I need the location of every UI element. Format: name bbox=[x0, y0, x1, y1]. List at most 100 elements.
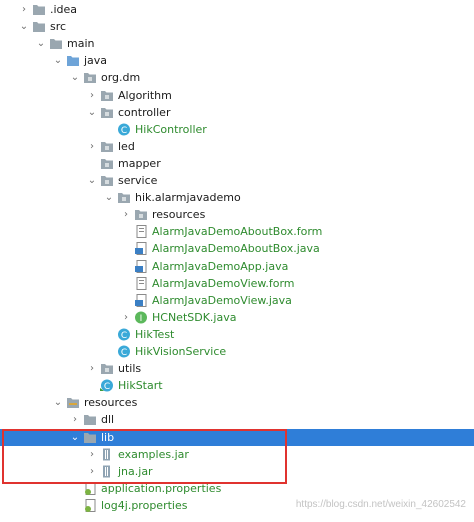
tree-row-label: service bbox=[118, 174, 158, 187]
svg-text:C: C bbox=[121, 331, 127, 341]
tree-row-label: AlarmJavaDemoView.form bbox=[152, 276, 295, 290]
jar-icon bbox=[100, 448, 114, 461]
tree-row-label: log4j.properties bbox=[101, 498, 188, 512]
tree-row[interactable]: › Algorithm bbox=[0, 87, 474, 104]
package-icon bbox=[100, 174, 114, 187]
tree-row[interactable]: › led bbox=[0, 138, 474, 155]
tree-row-label: dll bbox=[101, 413, 115, 427]
main-class-icon: C bbox=[100, 379, 114, 392]
folder-icon bbox=[32, 20, 46, 33]
tree-row[interactable]: › I HCNetSDK.java bbox=[0, 309, 474, 326]
tree-row-label: java bbox=[84, 54, 108, 68]
tree-row[interactable]: C HikController bbox=[0, 121, 474, 138]
tree-row[interactable]: ⌄ main bbox=[0, 35, 474, 52]
tree-row-label: .idea bbox=[50, 3, 78, 16]
tree-row-label: HikStart bbox=[118, 379, 163, 393]
tree-row[interactable]: AlarmJavaDemoAboutBox.java bbox=[0, 240, 474, 257]
chevron-right-icon[interactable]: › bbox=[90, 465, 94, 477]
tree-row-label: HikTest bbox=[135, 327, 175, 341]
tree-row-label: resources bbox=[152, 208, 206, 222]
chevron-right-icon[interactable]: › bbox=[90, 89, 94, 101]
tree-row[interactable]: ⌄ lib bbox=[0, 428, 474, 446]
tree-row-label: AlarmJavaDemoAboutBox.form bbox=[152, 225, 323, 239]
svg-text:C: C bbox=[104, 382, 110, 392]
properties-file-icon bbox=[83, 481, 97, 495]
tree-row[interactable]: AlarmJavaDemoView.java bbox=[0, 292, 474, 309]
chevron-down-icon[interactable]: ⌄ bbox=[53, 55, 63, 67]
tree-row-label: examples.jar bbox=[118, 447, 189, 461]
chevron-down-icon[interactable]: ⌄ bbox=[70, 72, 80, 84]
chevron-right-icon[interactable]: › bbox=[73, 414, 77, 426]
jar-icon bbox=[100, 465, 114, 478]
folder-icon bbox=[32, 3, 46, 16]
tree-row-label: HikController bbox=[135, 122, 207, 136]
resources-folder-icon bbox=[66, 396, 80, 409]
svg-text:I: I bbox=[140, 314, 143, 324]
tree-row[interactable]: › .idea bbox=[0, 1, 474, 18]
tree-row[interactable]: › resources bbox=[0, 206, 474, 223]
tree-row-label: org.dm bbox=[101, 71, 141, 85]
chevron-right-icon[interactable]: › bbox=[90, 140, 94, 152]
tree-row-label: resources bbox=[84, 396, 138, 410]
watermark: https://blog.csdn.net/weixin_42602542 bbox=[295, 499, 466, 510]
tree-row-label: lib bbox=[101, 430, 115, 444]
chevron-down-icon[interactable]: ⌄ bbox=[19, 21, 29, 33]
package-icon bbox=[100, 157, 114, 170]
tree-row[interactable]: ⌄ service bbox=[0, 172, 474, 189]
chevron-down-icon[interactable]: ⌄ bbox=[104, 192, 114, 204]
tree-row[interactable]: application.properties bbox=[0, 480, 474, 497]
tree-row[interactable]: ⌄hik.alarmjavademo bbox=[0, 189, 474, 206]
package-icon bbox=[100, 89, 114, 102]
java-file-icon bbox=[134, 293, 148, 307]
chevron-down-icon[interactable]: ⌄ bbox=[87, 175, 97, 186]
class-icon: C bbox=[117, 328, 131, 341]
tree-row-label: AlarmJavaDemoView.java bbox=[152, 293, 292, 307]
tree-row[interactable]: log4j.properties bbox=[0, 497, 474, 514]
chevron-down-icon[interactable]: ⌄ bbox=[70, 431, 80, 443]
svg-text:C: C bbox=[121, 126, 127, 136]
tree-row[interactable]: › examples.jar bbox=[0, 446, 474, 463]
chevron-right-icon[interactable]: › bbox=[124, 209, 128, 221]
tree-row[interactable]: ⌄ resources bbox=[0, 394, 474, 411]
tree-row-label: HCNetSDK.java bbox=[152, 310, 237, 324]
tree-row[interactable]: ⌄src bbox=[0, 18, 474, 35]
chevron-down-icon[interactable]: ⌄ bbox=[87, 106, 97, 118]
interface-icon: I bbox=[134, 311, 148, 324]
tree-row[interactable]: › jna.jar bbox=[0, 463, 474, 480]
tree-row-label: mapper bbox=[118, 156, 161, 170]
tree-row[interactable]: C HikTest bbox=[0, 326, 474, 343]
package-icon bbox=[100, 106, 114, 119]
chevron-down-icon[interactable]: ⌄ bbox=[36, 38, 46, 50]
chevron-down-icon[interactable]: ⌄ bbox=[53, 397, 63, 409]
tree-row[interactable]: AlarmJavaDemoApp.java bbox=[0, 258, 474, 275]
chevron-right-icon[interactable]: › bbox=[90, 363, 94, 375]
java-file-icon bbox=[134, 259, 148, 273]
folder-icon bbox=[49, 37, 63, 50]
tree-row-label: Algorithm bbox=[118, 88, 172, 102]
chevron-right-icon[interactable]: › bbox=[124, 311, 128, 323]
tree-row-label: led bbox=[118, 139, 135, 153]
class-icon: C bbox=[117, 345, 131, 358]
tree-row[interactable]: C HikVisionService bbox=[0, 343, 474, 360]
tree-row[interactable]: AlarmJavaDemoAboutBox.form bbox=[0, 223, 474, 240]
package-icon bbox=[100, 140, 114, 153]
tree-row-label: main bbox=[67, 37, 95, 51]
java-file-icon bbox=[134, 242, 148, 256]
tree-row[interactable]: › dll bbox=[0, 411, 474, 428]
tree-row[interactable]: ⌄controller bbox=[0, 104, 474, 121]
tree-row[interactable]: C HikStart bbox=[0, 377, 474, 394]
tree-row[interactable]: mapper bbox=[0, 155, 474, 172]
form-file-icon bbox=[134, 225, 148, 239]
tree-row-label: jna.jar bbox=[118, 464, 153, 478]
chevron-right-icon[interactable]: › bbox=[22, 4, 26, 15]
chevron-right-icon[interactable]: › bbox=[90, 448, 94, 460]
tree-row[interactable]: ⌄ java bbox=[0, 52, 474, 69]
tree-row[interactable]: AlarmJavaDemoView.form bbox=[0, 275, 474, 292]
package-icon bbox=[117, 191, 131, 204]
tree-row[interactable]: ⌄ org.dm bbox=[0, 69, 474, 86]
tree-row-label: utils bbox=[118, 362, 142, 376]
tree-row[interactable]: › utils bbox=[0, 360, 474, 377]
tree-row-label: HikVisionService bbox=[135, 345, 227, 358]
folder-icon bbox=[83, 413, 97, 426]
